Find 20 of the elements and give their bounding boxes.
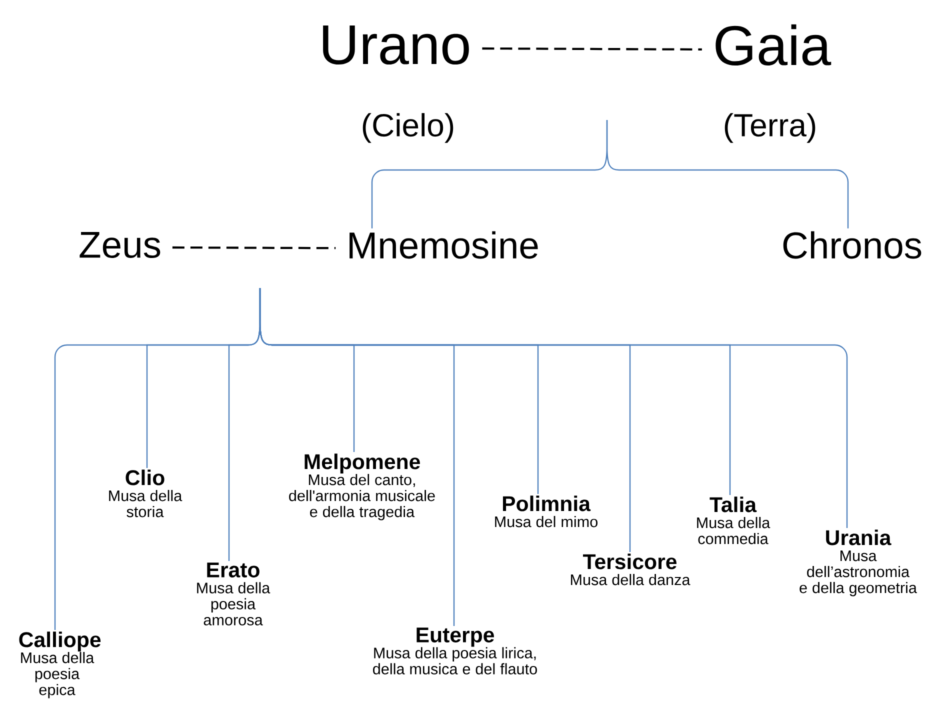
dashed-line: [482, 47, 702, 51]
muse-label: Polimnia Musa del mimo: [495, 496, 598, 528]
name-label: Mnemosine: [350, 231, 538, 259]
muse-label: Erato Musa della poesia amorosa: [197, 562, 270, 626]
name-label: Chronos: [783, 231, 922, 259]
name-label: Gaia: [716, 24, 832, 66]
muse-label: Talia Musa della commedia: [697, 496, 770, 544]
dashed-line: [172, 246, 336, 250]
bracket-line: [606, 120, 849, 228]
name-label: Urano: [323, 25, 469, 65]
muse-label: Melpomene Musa del canto, dell'armonia musicale e della tragedia: [289, 454, 435, 520]
muse-label: Urania Musa dell’astronomia e della geometria: [800, 530, 917, 596]
muse-label: Calliope Musa della poesia epica: [19, 632, 101, 698]
caption-text: (Cielo): [362, 113, 454, 143]
bracket-line: [259, 288, 848, 528]
muse-label: Tersicore Musa della danza: [570, 554, 690, 586]
muse-label: Euterpe Musa della poesia lirica, della musica e del flauto: [373, 628, 537, 674]
caption-text: (Terra): [724, 113, 816, 143]
name-label: Zeus: [80, 232, 160, 258]
muse-label: Clio Musa della storia: [109, 470, 182, 518]
